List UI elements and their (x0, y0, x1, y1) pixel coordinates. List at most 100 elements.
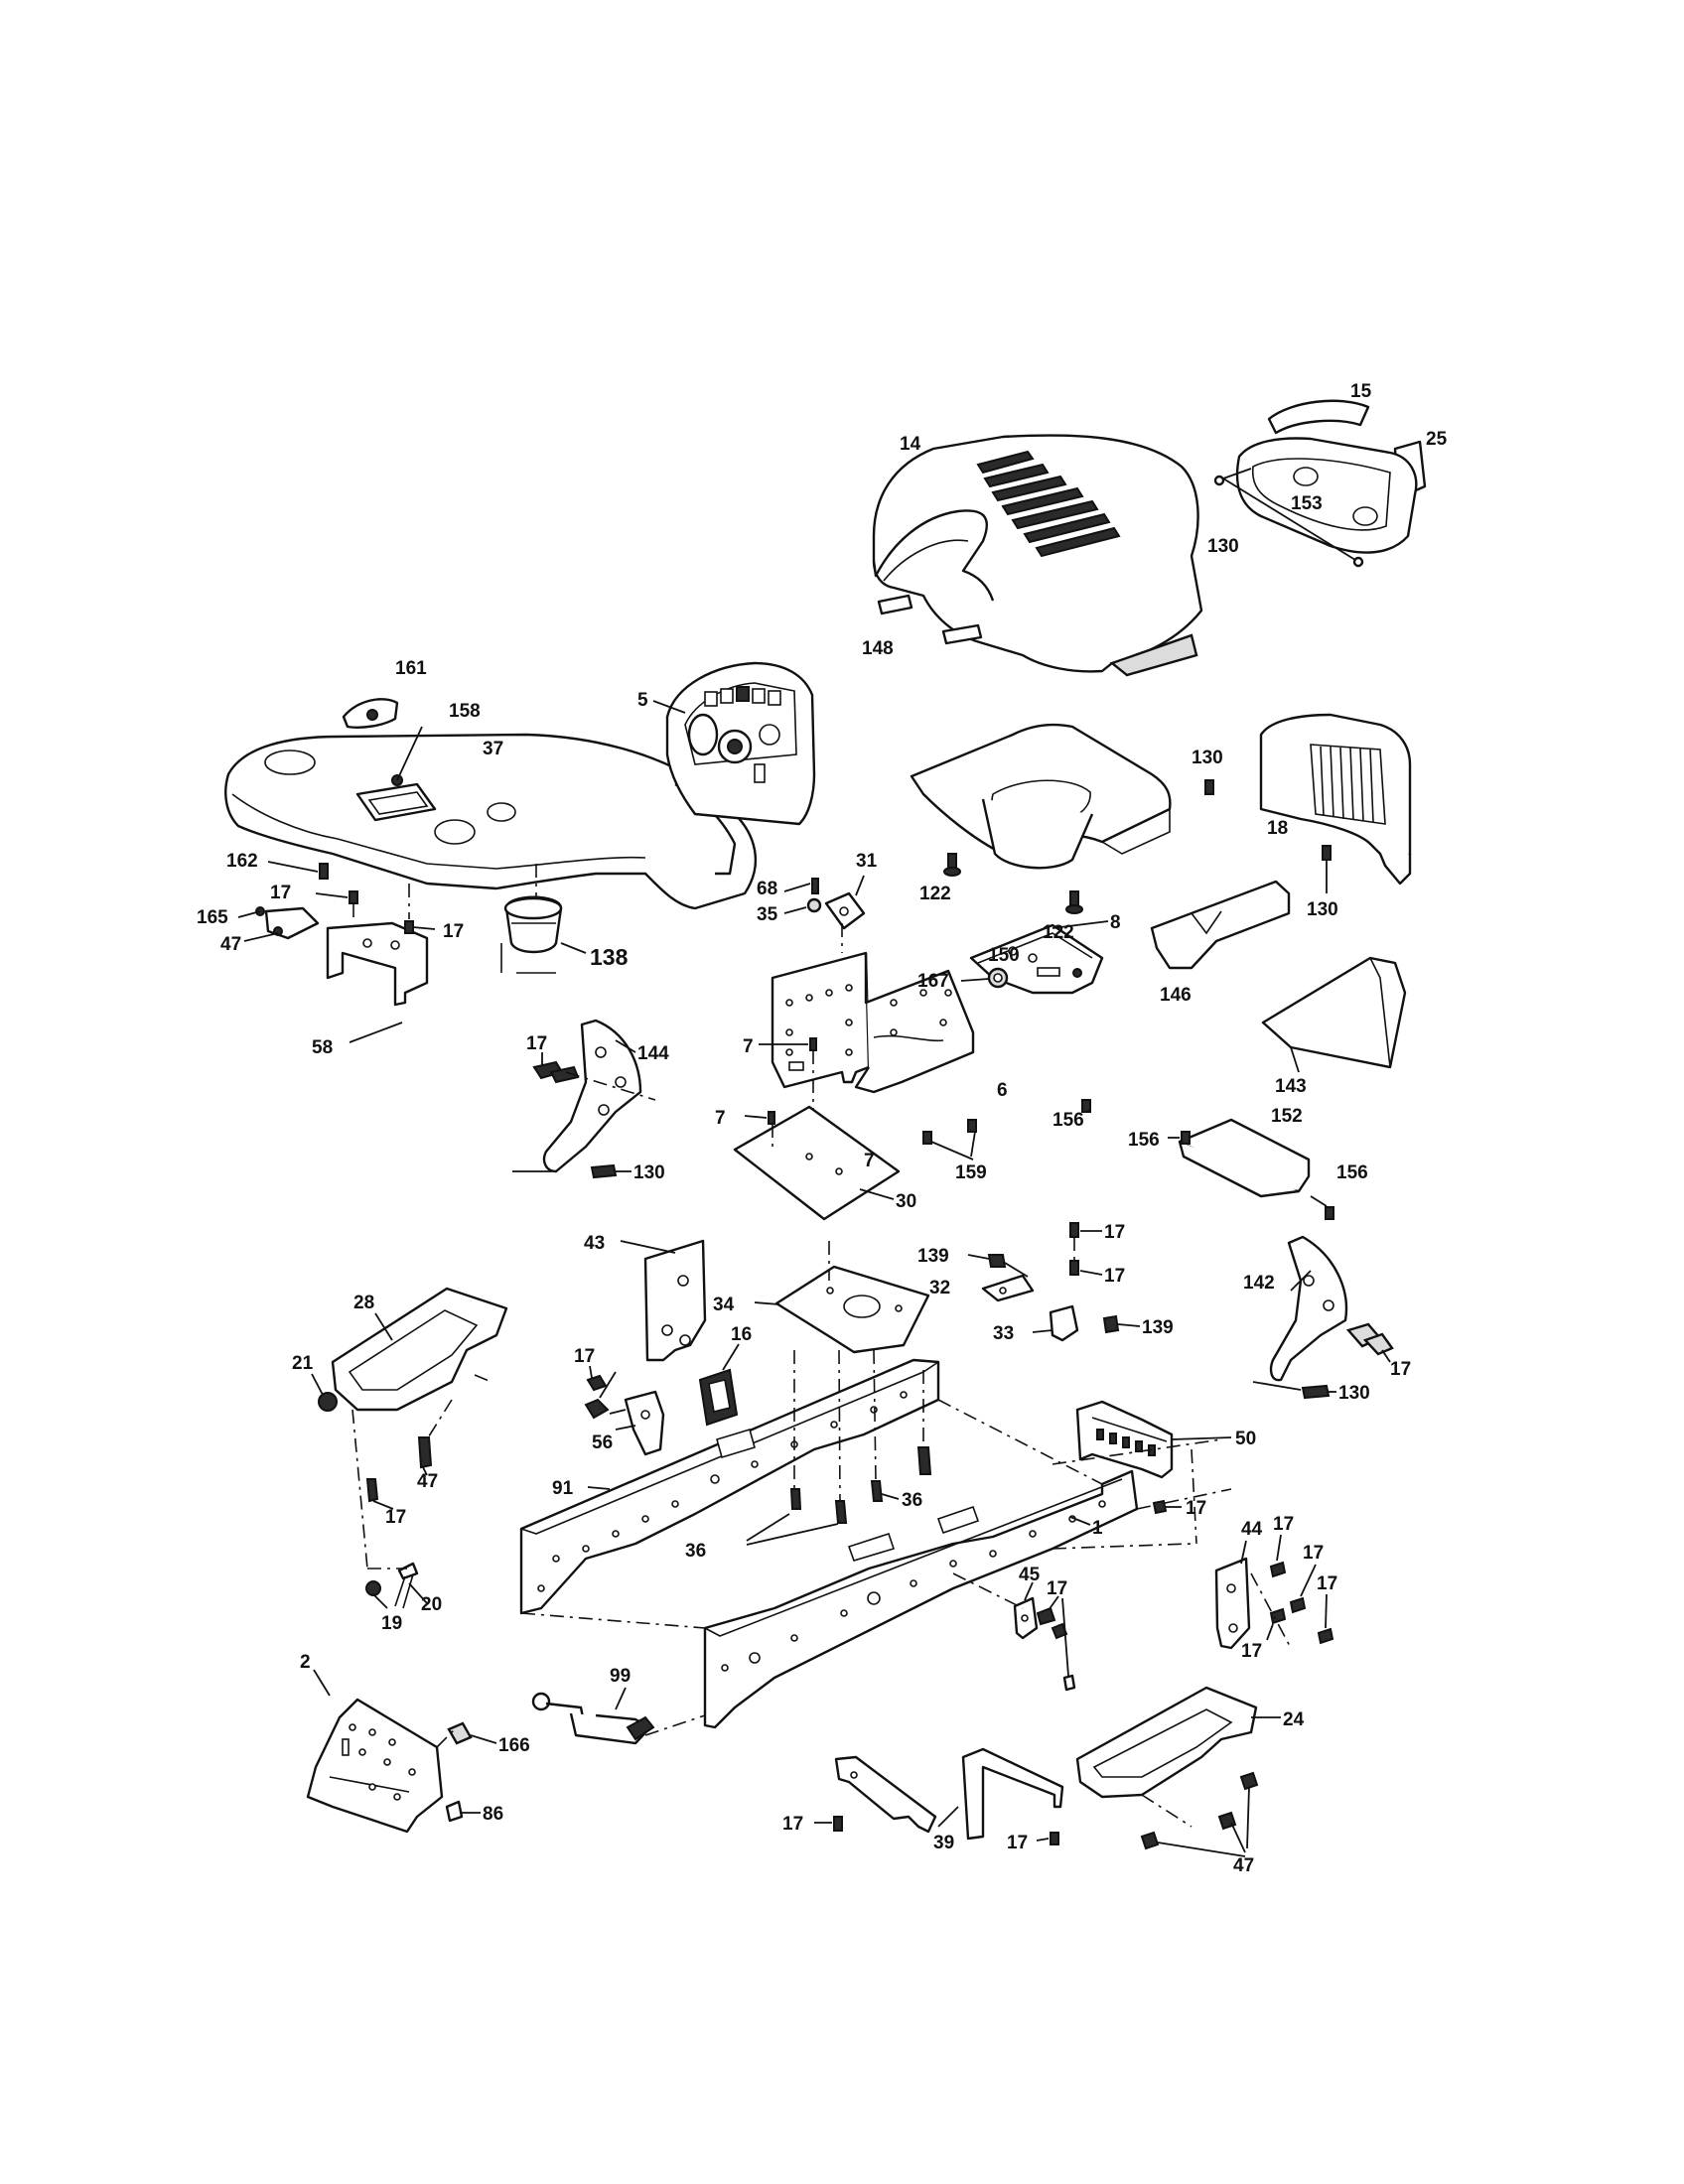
rear-bracket (1214, 1557, 1251, 1650)
callout-17: 17 (1390, 1359, 1411, 1380)
callout-156: 156 (1052, 1110, 1084, 1131)
callout-144: 144 (637, 1043, 669, 1064)
callout-122: 122 (919, 884, 951, 904)
callout-17: 17 (1007, 1833, 1028, 1853)
footrest-right (1075, 1686, 1258, 1799)
callout-153: 153 (1291, 493, 1323, 514)
callout-17: 17 (526, 1033, 547, 1054)
callout-158: 158 (449, 701, 481, 722)
callout-99: 99 (610, 1666, 631, 1687)
battery-hold-down (1178, 1118, 1311, 1198)
callout-58: 58 (312, 1037, 333, 1058)
brake-bracket (981, 1274, 1035, 1302)
callout-17: 17 (1186, 1498, 1206, 1519)
callout-19: 19 (381, 1613, 402, 1634)
callout-17: 17 (270, 883, 291, 903)
callout-17: 17 (1104, 1222, 1125, 1243)
callout-130: 130 (633, 1162, 665, 1183)
callout-167: 167 (917, 971, 949, 992)
fastener (1069, 890, 1079, 906)
callout-130: 130 (1307, 899, 1338, 920)
steering-bracket (643, 1239, 707, 1362)
steering-plate (774, 1265, 930, 1354)
callout-16: 16 (731, 1324, 752, 1345)
screw (349, 890, 358, 904)
callout-138: 138 (590, 944, 629, 970)
callout-130: 130 (1192, 748, 1223, 768)
callout-7: 7 (715, 1108, 726, 1129)
callout-156: 156 (1128, 1130, 1160, 1151)
plate-holes (349, 1723, 416, 1801)
callout-165: 165 (197, 907, 228, 928)
callout-30: 30 (896, 1191, 916, 1212)
callout-43: 43 (584, 1233, 605, 1254)
callout-148: 148 (862, 638, 894, 659)
callout-152: 152 (1271, 1106, 1303, 1127)
nose-grille-frame (1235, 437, 1418, 554)
callout-35: 35 (757, 904, 778, 925)
heat-shield (1261, 956, 1407, 1069)
hood (872, 434, 1203, 677)
fuel-tank-shroud (910, 723, 1172, 870)
callout-14: 14 (900, 434, 921, 455)
bolts-rear (1269, 1561, 1334, 1645)
callout-8: 8 (1110, 912, 1121, 933)
frame-support (961, 1747, 1064, 1841)
frame-rail-left (519, 1358, 940, 1615)
mounting-strap (834, 1755, 937, 1834)
cup-holder (503, 895, 563, 954)
callout-139: 139 (917, 1246, 949, 1267)
callout-17: 17 (443, 921, 464, 942)
battery-box (771, 951, 975, 1094)
frame-holes-right (721, 1500, 1106, 1672)
callout-47: 47 (417, 1471, 438, 1492)
fastener (947, 853, 957, 869)
hood-vent-grille (976, 450, 1121, 558)
bolts (789, 1446, 932, 1524)
callout-25: 25 (1426, 429, 1448, 450)
hitch-bracket (1075, 1400, 1174, 1479)
callout-33: 33 (993, 1323, 1014, 1344)
callout-47: 47 (1233, 1855, 1254, 1876)
lift-lever (531, 1692, 655, 1745)
callout-32: 32 (929, 1278, 950, 1298)
front-mount-plate (306, 1698, 444, 1834)
callout-161: 161 (395, 658, 427, 679)
grille-slats (1320, 746, 1374, 823)
callout-150: 150 (988, 945, 1020, 966)
callout-36: 36 (902, 1490, 922, 1511)
callout-91: 91 (552, 1478, 574, 1499)
choke-knob (342, 698, 399, 729)
callout-146: 146 (1160, 985, 1192, 1006)
mount-bracket (824, 891, 866, 930)
callout-47: 47 (220, 934, 241, 955)
callout-143: 143 (1275, 1076, 1307, 1097)
floor-plate (733, 1105, 901, 1221)
callout-44: 44 (1241, 1519, 1263, 1540)
nut (365, 1580, 381, 1596)
frame-holes (537, 1391, 908, 1592)
callout-68: 68 (757, 879, 777, 899)
callout-17: 17 (1047, 1578, 1067, 1599)
callout-142: 142 (1243, 1273, 1275, 1294)
pedal-pivot-bracket (624, 1390, 665, 1456)
callout-166: 166 (498, 1735, 530, 1756)
bolt (397, 1562, 419, 1580)
steering-support-bracket (326, 921, 429, 1007)
gasket (698, 1368, 739, 1427)
callout-45: 45 (1019, 1565, 1041, 1585)
callout-5: 5 (637, 690, 648, 711)
vent-holes (785, 984, 952, 1056)
callout-34: 34 (713, 1295, 735, 1315)
callout-17: 17 (1273, 1514, 1294, 1535)
callout-7: 7 (864, 1151, 875, 1171)
callout-20: 20 (421, 1594, 442, 1615)
callout-122: 122 (1043, 922, 1074, 943)
callout-56: 56 (592, 1433, 613, 1453)
lift-bracket (1013, 1596, 1039, 1640)
callout-17: 17 (782, 1814, 803, 1835)
callout-50: 50 (1235, 1429, 1256, 1449)
screw (319, 863, 329, 880)
pedal-bracket-left (542, 1019, 642, 1173)
headlight-cover (1267, 399, 1370, 435)
